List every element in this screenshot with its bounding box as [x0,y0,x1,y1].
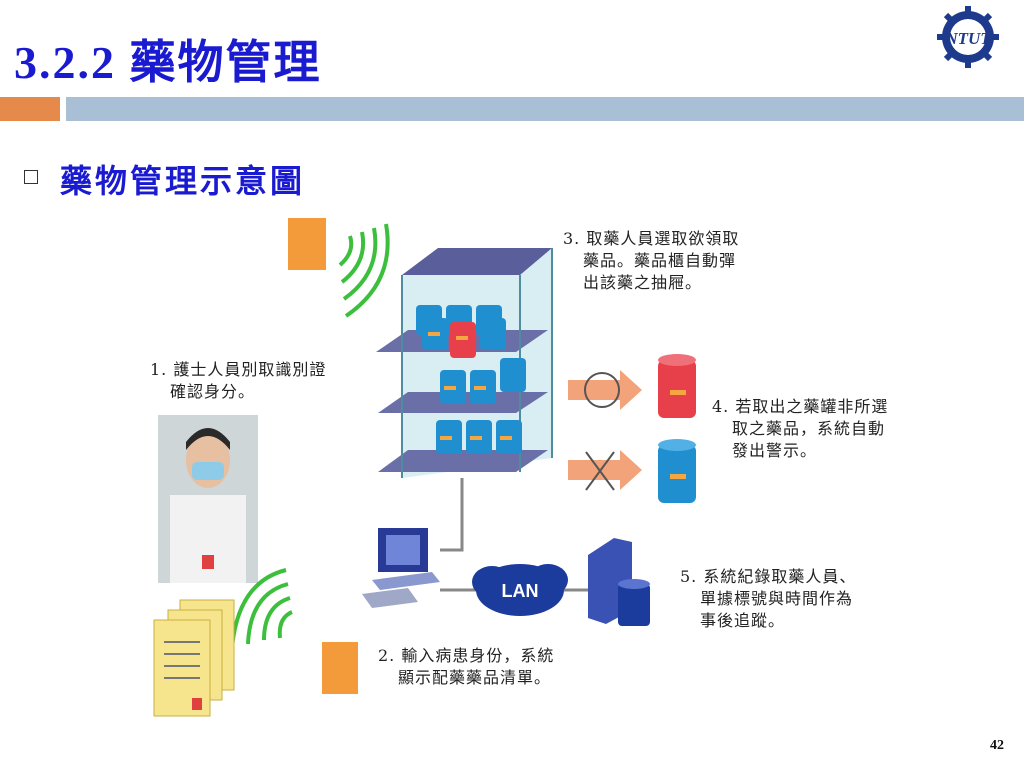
id-card-top [288,218,326,270]
server-database-icon [588,538,650,626]
step-5-text: 5. 系統紀錄取藥人員、 單據標號與時間作為 事後追蹤。 [680,567,857,630]
step-3-text: 3. 取藥人員選取欲領取 藥品。藥品櫃自動彈 出該藥之抽屜。 [563,229,740,292]
step-2-text: 2. 輸入病患身份，系統 顯示配藥藥品清單。 [378,646,555,687]
medication-diagram: LAN [140,210,920,730]
slide-title: 3.2.2 藥物管理 [14,37,322,88]
header-divider-bar [66,97,1024,121]
step-4-text: 4. 若取出之藥罐非所選 取之藥品，系統自動 發出警示。 [712,397,889,460]
correct-arrow-icon [568,370,642,410]
medicine-can-blue-icon [658,439,696,503]
medicine-cans-cabinet [416,305,526,454]
bullet-heading: 藥物管理示意圖 [60,162,306,200]
lan-network-icon: LAN [472,564,568,616]
step-1-text: 1. 護士人員別取識別證 確認身分。 [150,360,327,401]
cabinet-connector-line [440,478,464,552]
workstation-computer-icon [362,528,440,608]
id-card-bottom [322,642,358,694]
page-number: 42 [990,738,1004,753]
medicine-can-red-icon [658,354,696,418]
prescription-documents-icon [153,599,235,717]
wrong-arrow-icon [568,450,642,491]
svg-text:NTUT: NTUT [944,29,991,48]
school-logo: NTUT [934,4,1006,70]
wireless-signal-top-icon [338,223,390,318]
nurse-photo [158,415,258,583]
bullet-icon [24,170,38,184]
header-accent-bar [0,97,60,121]
svg-text:LAN: LAN [502,581,539,601]
